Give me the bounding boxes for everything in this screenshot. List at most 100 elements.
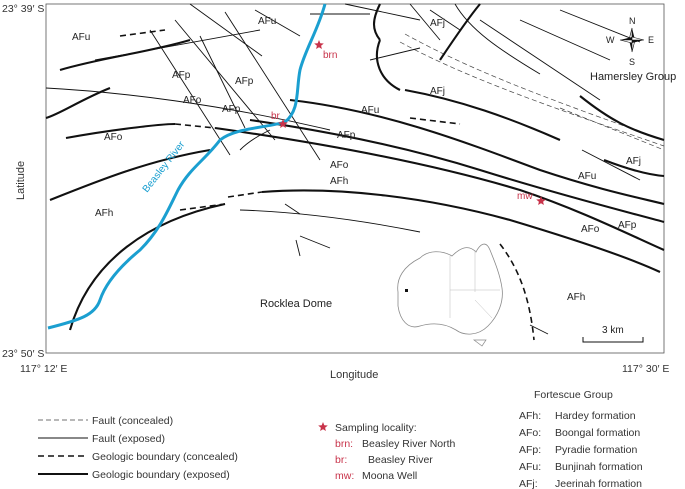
legend-boundary-concealed-label: Geologic boundary (concealed): [92, 451, 238, 463]
line-style-legend: Fault (concealed) Fault (exposed) Geolog…: [38, 415, 238, 481]
fault-exposed-line: [239, 209, 421, 233]
fault-exposed-line: [454, 3, 541, 75]
fault-exposed-line: [581, 149, 641, 181]
boundary-exposed-line: [249, 118, 665, 224]
corner-top-left-latitude: 23° 39′ S: [2, 3, 44, 15]
legend-sampling-name-mw: Moona Well: [362, 470, 417, 482]
formation-unit-labels: AFuAFuAFjAFjAFpAFpAFoAFpAFoAFuAFpAFjAFoA…: [72, 16, 641, 303]
sampling-label-brn: brn: [323, 50, 337, 61]
legend-formation-name-afp: Pyradie formation: [555, 444, 637, 456]
sampling-label-br: br: [271, 111, 281, 122]
boundaries-exposed: [45, 3, 665, 331]
boundary-exposed-line: [214, 126, 665, 251]
unit-label-afj: AFj: [626, 156, 641, 167]
fault-exposed-line: [299, 235, 331, 249]
study-area-marker: [405, 289, 408, 292]
compass-north-label: N: [629, 16, 636, 26]
sampling-label-mw: mw: [517, 191, 533, 202]
fault-exposed-line: [174, 19, 276, 141]
unit-label-afu: AFu: [258, 16, 276, 27]
boundary-exposed-line: [404, 88, 561, 141]
legend-sampling-abbr-mw: mw:: [335, 470, 354, 482]
unit-label-afo: AFo: [183, 95, 202, 106]
fault-exposed-line: [369, 47, 421, 61]
fault-exposed-line: [224, 11, 321, 161]
compass-west-label: W: [606, 35, 615, 45]
fault-exposed-line: [295, 239, 301, 257]
boundary-exposed-line: [261, 189, 661, 273]
boundary-concealed-line: [227, 191, 263, 198]
fault-exposed-line: [284, 203, 301, 215]
sampling-star-mw-icon: [536, 196, 546, 205]
boundary-exposed-line: [439, 3, 481, 61]
unit-label-afp: AFp: [235, 76, 254, 87]
scale-bar-label: 3 km: [602, 325, 624, 336]
beasley-river: [47, 3, 327, 330]
sampling-legend: Sampling locality: brn: Beasley River No…: [318, 422, 456, 482]
corner-bottom-right-longitude: 117° 30′ E: [622, 363, 669, 375]
fault-exposed-line: [559, 9, 641, 43]
unit-label-afp: AFp: [222, 104, 241, 115]
legend-formation-abbr-afj: AFj:: [519, 478, 538, 489]
legend-formation-abbr-afp: AFp:: [519, 444, 541, 456]
unit-label-afo: AFo: [330, 160, 349, 171]
legend-sampling-name-brn: Beasley River North: [362, 438, 456, 450]
compass-south-label: S: [629, 57, 635, 67]
unit-label-afh: AFh: [95, 208, 113, 219]
fault-concealed-line: [559, 107, 665, 151]
unit-label-afu: AFu: [578, 171, 596, 182]
map-frame: [45, 3, 665, 354]
fault-exposed-line: [409, 3, 441, 41]
fault-exposed-line: [479, 19, 601, 101]
formation-legend: Fortescue Group AFh: Hardey formation AF…: [519, 389, 643, 489]
unit-label-afj: AFj: [430, 18, 445, 29]
legend-formation-name-afj: Jeerinah formation: [555, 478, 642, 489]
legend-boundary-exposed-label: Geologic boundary (exposed): [92, 469, 230, 481]
unit-label-afp: AFp: [172, 70, 191, 81]
tasmania-outline: [472, 339, 487, 347]
boundary-exposed-line: [375, 39, 401, 91]
unit-label-afj: AFj: [430, 86, 445, 97]
fault-exposed-line: [149, 29, 231, 156]
australia-state-borders: [449, 250, 500, 319]
legend-sampling-name-br: Beasley River: [368, 454, 433, 466]
compass-needle-east-outline: [631, 36, 645, 41]
unit-label-afu: AFu: [361, 105, 379, 116]
fault-exposed-line: [189, 3, 263, 57]
legend-formation-abbr-afo: AFo:: [519, 427, 541, 439]
boundary-exposed-line: [49, 148, 211, 201]
boundary-exposed-line: [65, 122, 176, 140]
legend-formation-name-afu: Bunjinah formation: [555, 461, 643, 473]
legend-sampling-star-icon: [318, 422, 328, 431]
latitude-axis-title: Latitude: [15, 161, 27, 200]
rocklea-dome-label: Rocklea Dome: [260, 298, 332, 310]
fault-exposed-line: [344, 3, 421, 21]
fault-exposed-line: [519, 19, 611, 61]
boundary-exposed-line: [68, 202, 226, 331]
legend-fault-concealed-label: Fault (concealed): [92, 415, 173, 427]
unit-label-afh: AFh: [330, 176, 348, 187]
boundary-concealed-line: [174, 123, 216, 129]
australia-inset-map: [397, 243, 503, 347]
unit-label-afo: AFo: [104, 132, 123, 143]
fault-concealed-line: [399, 41, 665, 147]
unit-label-afp: AFp: [618, 220, 637, 231]
legend-formation-name-afh: Hardey formation: [555, 410, 636, 422]
legend-sampling-title: Sampling locality:: [335, 422, 417, 434]
corner-bottom-left-latitude: 23° 50′ S: [2, 348, 44, 360]
unit-label-afu: AFu: [72, 32, 90, 43]
scale-bar-line: [582, 337, 644, 343]
sampling-localities: brn br mw: [271, 40, 546, 205]
longitude-axis-title: Longitude: [330, 369, 378, 381]
legend-formation-abbr-afu: AFu:: [519, 461, 541, 473]
boundary-exposed-line: [372, 3, 381, 41]
legend-formation-name-afo: Boongal formation: [555, 427, 640, 439]
unit-label-afo: AFo: [581, 224, 600, 235]
boundary-exposed-line: [603, 159, 665, 178]
map-area: Beasley River AFuAFuAFjAFjAFpAFpAFoAFpAF…: [45, 3, 676, 347]
unit-label-afp: AFp: [337, 130, 356, 141]
boundary-concealed-line: [119, 29, 166, 37]
boundary-exposed-line: [579, 95, 665, 142]
boundary-concealed-line: [499, 243, 535, 341]
